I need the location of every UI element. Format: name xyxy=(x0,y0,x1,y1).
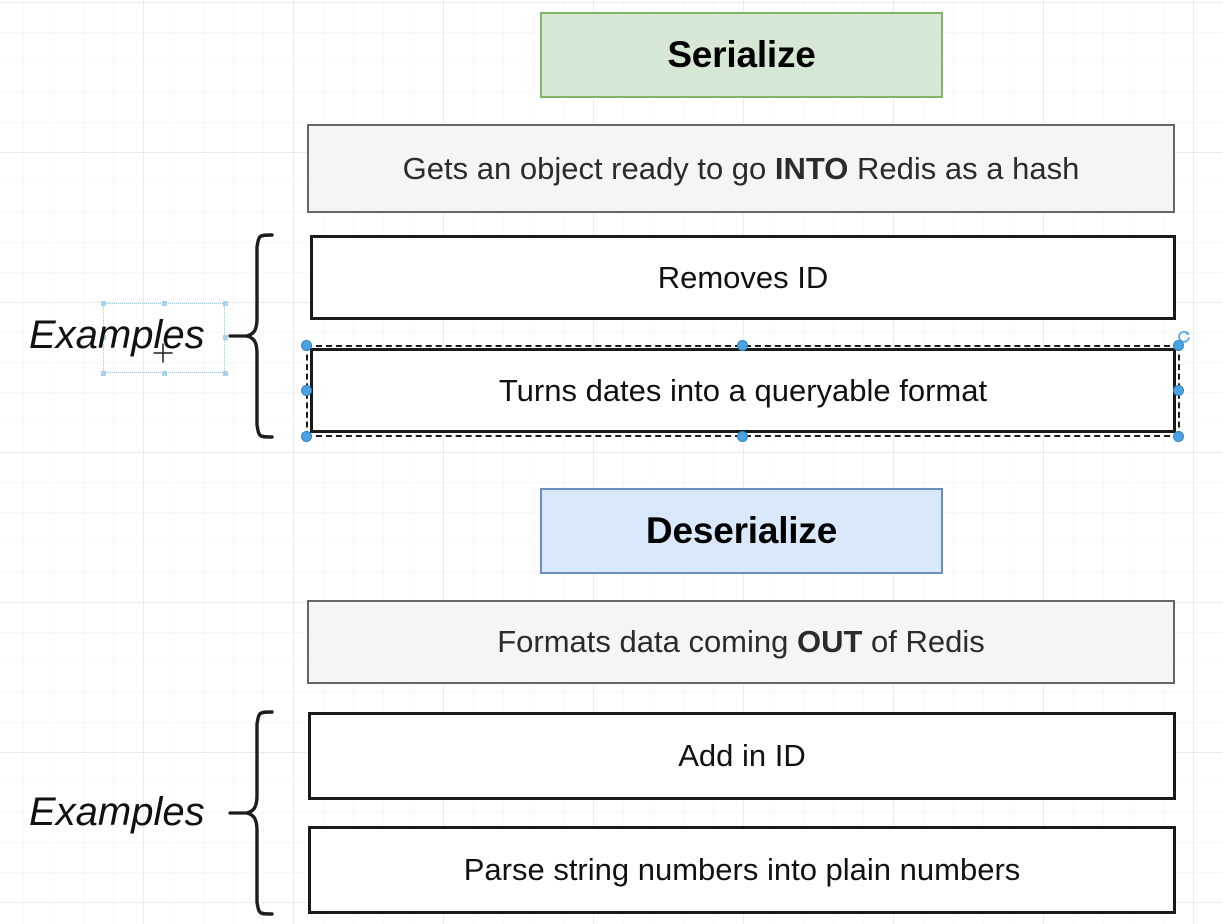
serialize-description-box[interactable]: Gets an object ready to go INTO Redis as… xyxy=(307,124,1175,213)
serialize-description-text: Gets an object ready to go INTO Redis as… xyxy=(403,151,1080,187)
selection-handle-n[interactable] xyxy=(737,340,748,351)
deserialize-description-box[interactable]: Formats data coming OUT of Redis xyxy=(307,600,1175,684)
hover-dot-nw xyxy=(101,301,106,306)
selection-handle-se[interactable] xyxy=(1173,431,1184,442)
deserialize-description-text: Formats data coming OUT of Redis xyxy=(497,624,985,660)
serialize-header-box[interactable]: Serialize xyxy=(540,12,943,98)
deserialize-header-box[interactable]: Deserialize xyxy=(540,488,943,574)
selection-handle-w[interactable] xyxy=(301,385,312,396)
serialize-description-emphasis: INTO xyxy=(774,150,849,186)
serialize-header-label: Serialize xyxy=(667,33,816,75)
deserialize-example-box-2[interactable]: Parse string numbers into plain numbers xyxy=(308,826,1176,914)
hover-dot-sw xyxy=(101,371,106,376)
serialize-example-box-2[interactable]: Turns dates into a queryable format xyxy=(310,348,1176,433)
deserialize-example-label-2: Parse string numbers into plain numbers xyxy=(463,852,1021,888)
rotate-icon[interactable] xyxy=(1176,329,1192,345)
hover-dot-s xyxy=(162,371,167,376)
serialize-example-box-1[interactable]: Removes ID xyxy=(310,235,1176,320)
serialize-examples-text: Examples xyxy=(29,313,205,357)
selection-handle-nw[interactable] xyxy=(301,340,312,351)
hover-dot-n xyxy=(162,301,167,306)
deserialize-description-emphasis: OUT xyxy=(797,624,863,660)
selection-handle-sw[interactable] xyxy=(301,431,312,442)
selection-handle-s[interactable] xyxy=(737,431,748,442)
hover-dot-w xyxy=(101,335,106,340)
deserialize-example-label-1: Add in ID xyxy=(678,738,806,774)
serialize-examples-label[interactable]: Examples xyxy=(29,313,205,358)
deserialize-examples-label[interactable]: Examples xyxy=(29,790,205,835)
serialize-example-label-1: Removes ID xyxy=(657,259,829,295)
deserialize-example-box-1[interactable]: Add in ID xyxy=(308,712,1176,800)
serialize-description-prefix: Gets an object ready to go xyxy=(402,150,775,186)
selection-handle-e[interactable] xyxy=(1173,385,1184,396)
serialize-example-label-2: Turns dates into a queryable format xyxy=(498,372,988,408)
deserialize-examples-brace xyxy=(228,707,274,919)
deserialize-examples-text: Examples xyxy=(29,790,205,834)
serialize-examples-brace xyxy=(228,230,274,442)
deserialize-description-suffix: of Redis xyxy=(862,624,985,660)
deserialize-header-label: Deserialize xyxy=(645,509,838,551)
hover-dot-ne xyxy=(223,301,228,306)
hover-dot-e xyxy=(223,335,228,340)
deserialize-description-prefix: Formats data coming xyxy=(497,624,797,660)
serialize-description-suffix: Redis as a hash xyxy=(848,150,1080,186)
hover-dot-se xyxy=(223,371,228,376)
selection-handle-ne[interactable] xyxy=(1173,340,1184,351)
